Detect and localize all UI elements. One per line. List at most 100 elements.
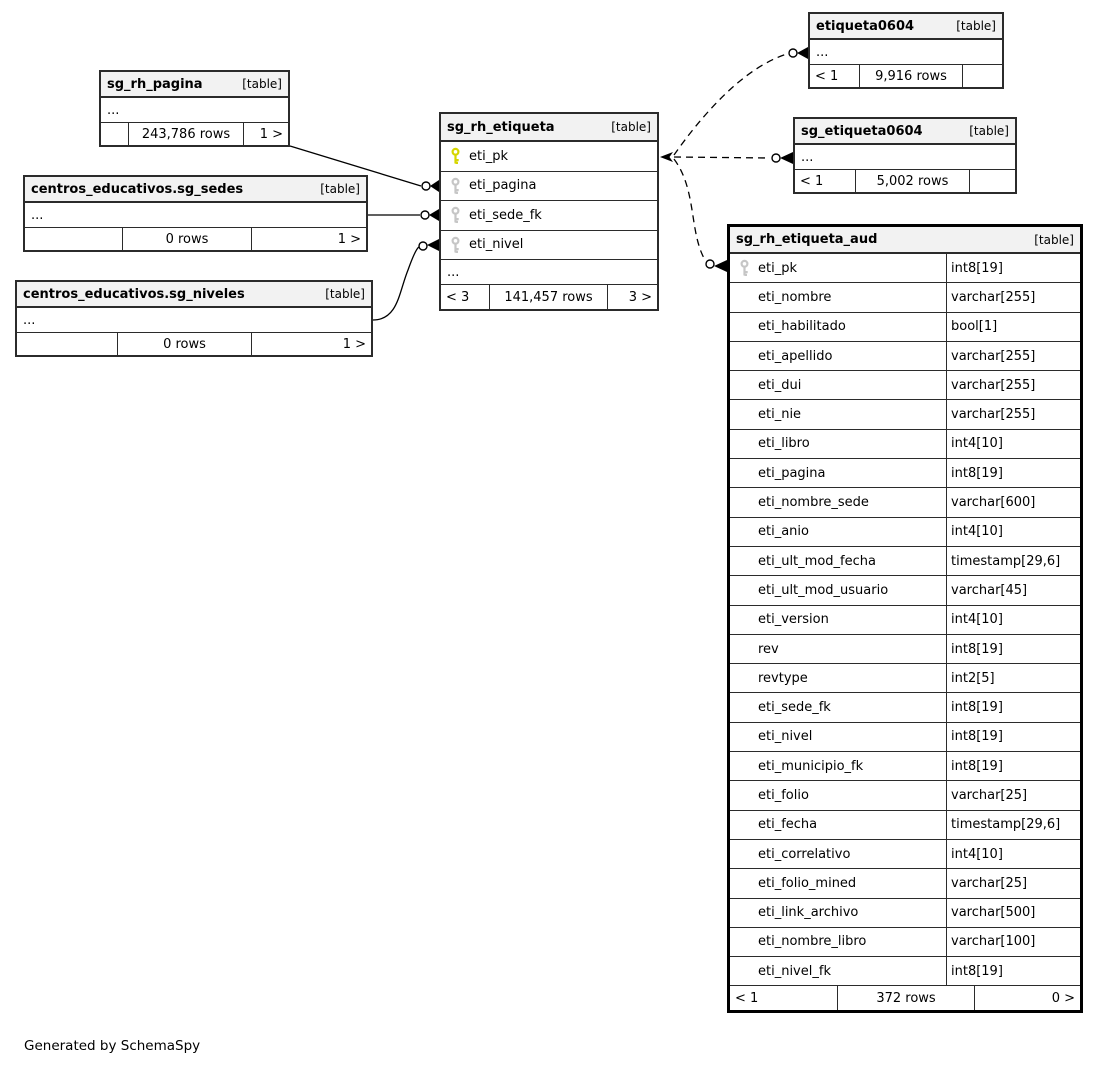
table-node-centros_educativos_sg_niveles: centros_educativos.sg_niveles[table]...0… xyxy=(15,280,373,357)
table-tag: [table] xyxy=(611,120,651,134)
footer-row-count: 5,002 rows xyxy=(856,170,970,192)
footer-children-count xyxy=(970,170,1015,192)
column-name: eti_ult_mod_usuario xyxy=(758,582,889,598)
column-name: eti_nombre xyxy=(758,289,832,305)
table-node-sg_rh_etiqueta: sg_rh_etiqueta[table] eti_pk eti_pagina … xyxy=(439,112,659,311)
column-type: int8[19] xyxy=(946,752,1080,781)
table-footer: 243,786 rows 1 > xyxy=(101,123,288,145)
zero-or-one-circle xyxy=(771,153,781,163)
table-header-sg_rh_etiqueta_aud[interactable]: sg_rh_etiqueta_aud[table] xyxy=(730,227,1080,254)
table-title: centros_educativos.sg_niveles xyxy=(23,286,245,302)
table-tag: [table] xyxy=(1034,232,1074,247)
column-row-eti_folio_mined: eti_folio_mined varchar[25] xyxy=(730,869,1080,899)
footer-row-count: 0 rows xyxy=(118,333,252,355)
column-name: eti_ult_mod_fecha xyxy=(758,553,876,569)
footer-children-count: 0 > xyxy=(1051,990,1075,1006)
zero-or-one-circle xyxy=(788,48,798,58)
footer-row-count: 0 rows xyxy=(123,228,252,250)
footer-children-count: 3 > xyxy=(628,289,652,305)
column-name: eti_version xyxy=(758,612,829,628)
column-row-eti_version: eti_version int4[10] xyxy=(730,605,1080,635)
column-type: varchar[255] xyxy=(946,341,1080,371)
relationship-line xyxy=(673,53,788,156)
column-type: int4[10] xyxy=(946,429,1080,459)
footer-parents-count: < 1 xyxy=(810,65,860,87)
column-type: varchar[25] xyxy=(946,781,1080,810)
table-header-centros_educativos_sg_sedes[interactable]: centros_educativos.sg_sedes[table] xyxy=(25,177,366,203)
footer-children-count: 1 > xyxy=(337,231,361,247)
footer-parents-count xyxy=(101,123,129,145)
column-type: int4[10] xyxy=(946,517,1080,546)
column-name: eti_dui xyxy=(758,377,802,393)
column-row-eti_libro: eti_libro int4[10] xyxy=(730,429,1080,460)
elided-columns-row: ... xyxy=(25,203,366,228)
column-name: eti_libro xyxy=(758,436,810,452)
footer-children-count: 1 > xyxy=(342,336,366,352)
footer-parents-count xyxy=(25,228,123,250)
table-footer: 0 rows 1 > xyxy=(25,228,366,250)
table-header-sg_rh_pagina[interactable]: sg_rh_pagina[table] xyxy=(101,72,288,98)
column-name: revtype xyxy=(758,670,808,686)
table-header-etiqueta0604[interactable]: etiqueta0604[table] xyxy=(810,14,1002,40)
column-row-eti_sede_fk: eti_sede_fk xyxy=(441,201,657,231)
column-name: eti_habilitado xyxy=(758,319,846,335)
crowfoot-arrow xyxy=(780,152,793,164)
footer-row-count: 141,457 rows xyxy=(490,285,608,309)
column-type: int4[10] xyxy=(946,605,1080,634)
column-row-revtype: revtype int2[5] xyxy=(730,664,1080,694)
column-type: varchar[255] xyxy=(946,400,1080,429)
column-type: timestamp[29,6] xyxy=(946,810,1080,839)
footer-parents-count: < 3 xyxy=(441,285,490,309)
column-type: varchar[255] xyxy=(946,371,1080,400)
crowfoot-arrow xyxy=(714,260,727,272)
column-name: eti_folio_mined xyxy=(758,875,857,891)
column-row-eti_nivel: eti_nivel xyxy=(441,230,657,260)
column-name: eti_nombre_libro xyxy=(758,934,867,950)
table-header-sg_etiqueta0604[interactable]: sg_etiqueta0604[table] xyxy=(795,119,1015,145)
column-type: varchar[25] xyxy=(946,869,1080,898)
footer-children-count: 1 > xyxy=(259,126,283,142)
elided-columns-row: ... xyxy=(17,308,371,333)
foreign-key-icon xyxy=(450,177,461,194)
footer-children-count xyxy=(963,65,1002,87)
column-type: int2[5] xyxy=(946,664,1080,693)
crowfoot-arrow xyxy=(797,47,808,59)
column-name: eti_pk xyxy=(469,148,508,164)
table-tag: [table] xyxy=(242,77,282,91)
column-name: eti_correlativo xyxy=(758,846,851,862)
column-name: eti_sede_fk xyxy=(758,700,831,716)
table-header-sg_rh_etiqueta[interactable]: sg_rh_etiqueta [table] xyxy=(441,114,657,142)
table-tag: [table] xyxy=(956,19,996,33)
column-row-eti_ult_mod_fecha: eti_ult_mod_fecha timestamp[29,6] xyxy=(730,546,1080,577)
column-type: int8[19] xyxy=(946,693,1080,722)
crowfoot-arrow xyxy=(427,239,439,251)
elided-columns-row: ... xyxy=(795,145,1015,170)
table-tag: [table] xyxy=(969,124,1009,138)
table-header-centros_educativos_sg_niveles[interactable]: centros_educativos.sg_niveles[table] xyxy=(17,282,371,308)
column-name: eti_pagina xyxy=(758,465,826,481)
zero-or-one-circle xyxy=(705,259,715,269)
table-node-centros_educativos_sg_sedes: centros_educativos.sg_sedes[table]...0 r… xyxy=(23,175,368,252)
column-type: varchar[45] xyxy=(946,576,1080,605)
footer-row-count: 243,786 rows xyxy=(129,123,244,145)
table-title: sg_rh_etiqueta xyxy=(447,119,555,135)
column-name: ... xyxy=(107,102,120,118)
foreign-key-icon xyxy=(450,236,461,253)
column-type: timestamp[29,6] xyxy=(946,546,1080,576)
